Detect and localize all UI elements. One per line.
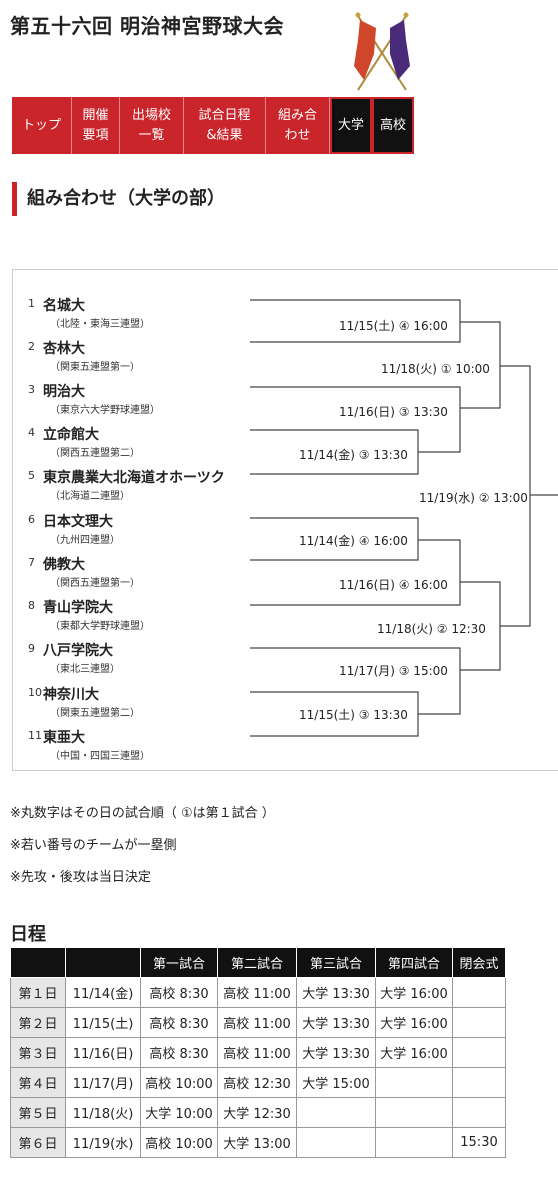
table-cell: 第６日: [10, 1127, 66, 1158]
table-cell: [452, 1067, 506, 1098]
table-header: 第二試合: [217, 947, 297, 978]
table-cell: 大学 16:00: [375, 1037, 453, 1068]
match-label: 11/16(日) ③ 13:30: [338, 403, 449, 420]
table-cell: 大学 13:00: [217, 1127, 297, 1158]
table-cell: 高校 8:30: [140, 977, 218, 1008]
table-cell: 第１日: [10, 977, 66, 1008]
table-cell: [375, 1067, 453, 1098]
crossed-flags-icon: [354, 12, 410, 91]
table-cell: 11/16(日): [65, 1037, 141, 1068]
table-header: [10, 947, 66, 978]
note-order: ※丸数字はその日の試合順（ ①は第１試合 ）: [10, 806, 275, 821]
table-cell: 高校 10:00: [140, 1127, 218, 1158]
table-cell: 高校 12:30: [217, 1067, 297, 1098]
table-cell: 高校 11:00: [217, 977, 297, 1008]
table-cell: [452, 1037, 506, 1068]
table-cell: 11/14(金): [65, 977, 141, 1008]
table-cell: 高校 8:30: [140, 1007, 218, 1038]
table-row: 第１日 11/14(金) 高校 8:30 高校 11:00 大学 13:30 大…: [10, 977, 506, 1008]
table-cell: 大学 16:00: [375, 977, 453, 1008]
table-cell: [375, 1097, 453, 1128]
bracket-panel: [12, 269, 558, 771]
table-cell: 大学 13:30: [296, 977, 376, 1008]
table-cell: 大学 15:00: [296, 1067, 376, 1098]
match-label: 11/15(土) ④ 16:00: [338, 317, 449, 334]
table-cell: 15:30: [452, 1127, 506, 1158]
nav-teams[interactable]: 出場校一覧: [120, 97, 184, 154]
nav-highschool[interactable]: 高校: [372, 97, 414, 154]
table-cell: 高校 10:00: [140, 1067, 218, 1098]
nav-schedule[interactable]: 試合日程&結果: [184, 97, 266, 154]
table-cell: 大学 16:00: [375, 1007, 453, 1038]
note-batting: ※先攻・後攻は当日決定: [10, 870, 151, 885]
site-title: 第五十六回 明治神宮野球大会: [10, 14, 284, 38]
match-label: 11/18(火) ① 10:00: [380, 360, 491, 377]
match-label: 11/14(金) ③ 13:30: [298, 446, 409, 463]
section-title: 組み合わせ（大学の部）: [12, 182, 225, 216]
table-cell: 高校 11:00: [217, 1037, 297, 1068]
table-cell: 大学 10:00: [140, 1097, 218, 1128]
table-header: 第一試合: [140, 947, 218, 978]
table-cell: 11/17(月): [65, 1067, 141, 1098]
table-cell: 大学 13:30: [296, 1037, 376, 1068]
table-row: 第６日 11/19(水) 高校 10:00 大学 13:00 15:30: [10, 1127, 506, 1158]
table-cell: [296, 1127, 376, 1158]
match-label: 11/14(金) ④ 16:00: [298, 532, 409, 549]
table-row: 第２日 11/15(土) 高校 8:30 高校 11:00 大学 13:30 大…: [10, 1007, 506, 1038]
table-cell: 第２日: [10, 1007, 66, 1038]
table-cell: 大学 12:30: [217, 1097, 297, 1128]
table-cell: 大学 13:30: [296, 1007, 376, 1038]
table-row: 第５日 11/18(火) 大学 10:00 大学 12:30: [10, 1097, 506, 1128]
match-label: 11/18(火) ② 12:30: [376, 620, 487, 637]
table-header: 閉会式: [452, 947, 506, 978]
table-cell: 11/15(土): [65, 1007, 141, 1038]
table-cell: 第５日: [10, 1097, 66, 1128]
nav-top[interactable]: トップ: [12, 97, 72, 154]
table-header: 第三試合: [296, 947, 376, 978]
table-cell: [452, 1097, 506, 1128]
nav-university[interactable]: 大学: [330, 97, 372, 154]
bracket-lines: [250, 299, 558, 737]
match-label: 11/16(日) ④ 16:00: [338, 576, 449, 593]
table-cell: [296, 1097, 376, 1128]
table-cell: [452, 1007, 506, 1038]
table-cell: 第４日: [10, 1067, 66, 1098]
schedule-title: 日程: [10, 924, 46, 945]
main-nav: トップ 開催要項 出場校一覧 試合日程&結果 組み合わせ 大学 高校: [12, 97, 414, 154]
nav-guidelines[interactable]: 開催要項: [72, 97, 120, 154]
table-cell: [452, 977, 506, 1008]
table-cell: 高校 11:00: [217, 1007, 297, 1038]
match-label: 11/15(土) ③ 13:30: [298, 706, 409, 723]
table-cell: 11/19(水): [65, 1127, 141, 1158]
table-header: 第四試合: [375, 947, 453, 978]
table-header-row: 第一試合 第二試合 第三試合 第四試合 閉会式: [10, 947, 506, 978]
nav-bracket[interactable]: 組み合わせ: [266, 97, 330, 154]
table-cell: 高校 8:30: [140, 1037, 218, 1068]
match-label: 11/19(水) ② 13:00: [418, 489, 529, 506]
table-row: 第３日 11/16(日) 高校 8:30 高校 11:00 大学 13:30 大…: [10, 1037, 506, 1068]
table-header: [65, 947, 141, 978]
match-label: 11/17(月) ③ 15:00: [338, 662, 449, 679]
table-row: 第４日 11/17(月) 高校 10:00 高校 12:30 大学 15:00: [10, 1067, 506, 1098]
schedule-table: 第一試合 第二試合 第三試合 第四試合 閉会式 第１日 11/14(金) 高校 …: [10, 947, 506, 1158]
table-cell: [375, 1127, 453, 1158]
note-side: ※若い番号のチームが一塁側: [10, 838, 177, 853]
table-cell: 第３日: [10, 1037, 66, 1068]
table-cell: 11/18(火): [65, 1097, 141, 1128]
